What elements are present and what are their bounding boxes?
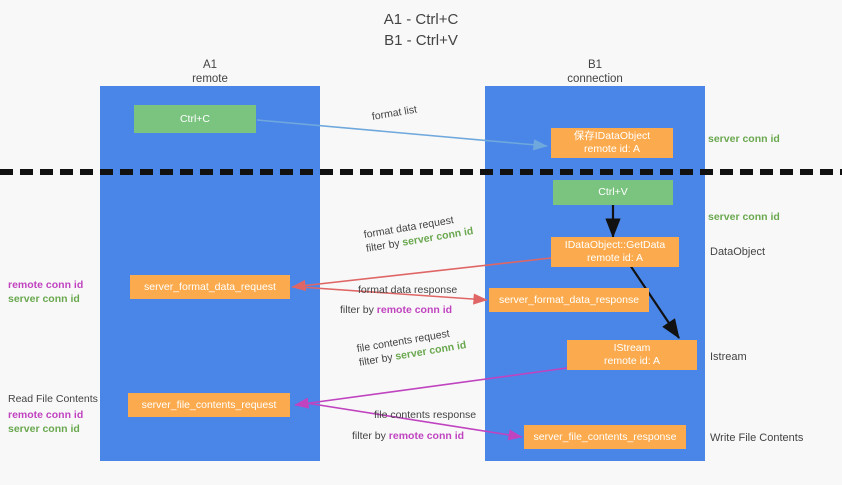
- box-getdata-line1: IDataObject::GetData: [564, 239, 666, 251]
- lane-header-b1-sub: connection: [567, 73, 623, 85]
- box-save-idataobject-line1: 保存IDataObject: [573, 130, 651, 142]
- box-ctrl-c-label: Ctrl+C: [179, 112, 211, 125]
- lane-header-b1-name: B1: [587, 59, 603, 71]
- left-annotation-file-remote: remote conn id: [8, 409, 84, 421]
- right-annotation-server-conn-mid: server conn id: [708, 211, 780, 223]
- edge-filter-file-contents-response: filter by remote conn id: [352, 430, 465, 442]
- lane-header-a1-name: A1: [202, 59, 218, 71]
- left-annotation-file-server: server conn id: [8, 423, 80, 435]
- edge-label-format-list: format list: [371, 103, 418, 123]
- left-annotation-file: Read File Contents remote conn id server…: [8, 392, 98, 436]
- edge-label-file-contents-request: file contents request filter by server c…: [355, 327, 468, 369]
- box-server-file-contents-request[interactable]: server_file_contents_request: [128, 393, 290, 417]
- box-istream[interactable]: IStream remote id: A: [567, 340, 697, 370]
- lane-header-a1: A1 remote: [100, 58, 320, 86]
- right-annotation-server-conn-top: server conn id: [708, 133, 780, 145]
- box-ctrl-v[interactable]: Ctrl+V: [553, 180, 673, 205]
- right-annotation-write-file: Write File Contents: [710, 432, 804, 444]
- lane-header-a1-sub: remote: [192, 73, 228, 85]
- box-ctrl-v-label: Ctrl+V: [598, 186, 628, 198]
- box-getdata-line2: remote id: A: [586, 252, 644, 264]
- box-server-format-data-request[interactable]: server_format_data_request: [130, 275, 290, 299]
- edge-label-file-contents-response: file contents response filter by remote …: [352, 409, 477, 442]
- box-server-format-data-response[interactable]: server_format_data_response: [489, 288, 649, 312]
- lane-header-b1: B1 connection: [485, 58, 705, 86]
- box-server-file-contents-response-label: server_file_contents_response: [533, 430, 677, 443]
- right-annotation-dataobject: DataObject: [710, 246, 766, 258]
- box-istream-line1: IStream: [613, 342, 651, 354]
- left-annotation-format-remote: remote conn id: [8, 279, 84, 291]
- edge-label-format-data-request: format data request filter by server con…: [362, 214, 475, 255]
- box-server-format-data-request-label: server_format_data_request: [144, 280, 276, 293]
- box-server-format-data-response-label: server_format_data_response: [498, 293, 640, 306]
- title-line-2: B1 - Ctrl+V: [384, 32, 458, 49]
- edge-filter-format-data-response: filter by remote conn id: [340, 304, 453, 316]
- box-server-file-contents-request-label: server_file_contents_request: [141, 398, 277, 411]
- box-save-idataobject-line2: remote id: A: [583, 143, 641, 155]
- box-istream-line2: remote id: A: [603, 355, 661, 367]
- box-idataobject-getdata[interactable]: IDataObject::GetData remote id: A: [551, 237, 679, 267]
- box-server-file-contents-response[interactable]: server_file_contents_response: [524, 425, 686, 449]
- box-save-idataobject[interactable]: 保存IDataObject remote id: A: [551, 128, 673, 158]
- left-annotation-file-title: Read File Contents: [8, 393, 98, 405]
- left-annotation-format-server: server conn id: [8, 293, 80, 305]
- box-ctrl-c[interactable]: Ctrl+C: [134, 105, 256, 133]
- left-annotation-format: remote conn id server conn id: [8, 278, 83, 306]
- title-line-1: A1 - Ctrl+C: [383, 11, 459, 28]
- dashed-divider: [0, 169, 842, 175]
- page-title: A1 - Ctrl+C B1 - Ctrl+V: [0, 9, 842, 51]
- edge-label-format-data-response: format data response filter by remote co…: [340, 284, 458, 316]
- right-annotation-istream: Istream: [710, 351, 747, 363]
